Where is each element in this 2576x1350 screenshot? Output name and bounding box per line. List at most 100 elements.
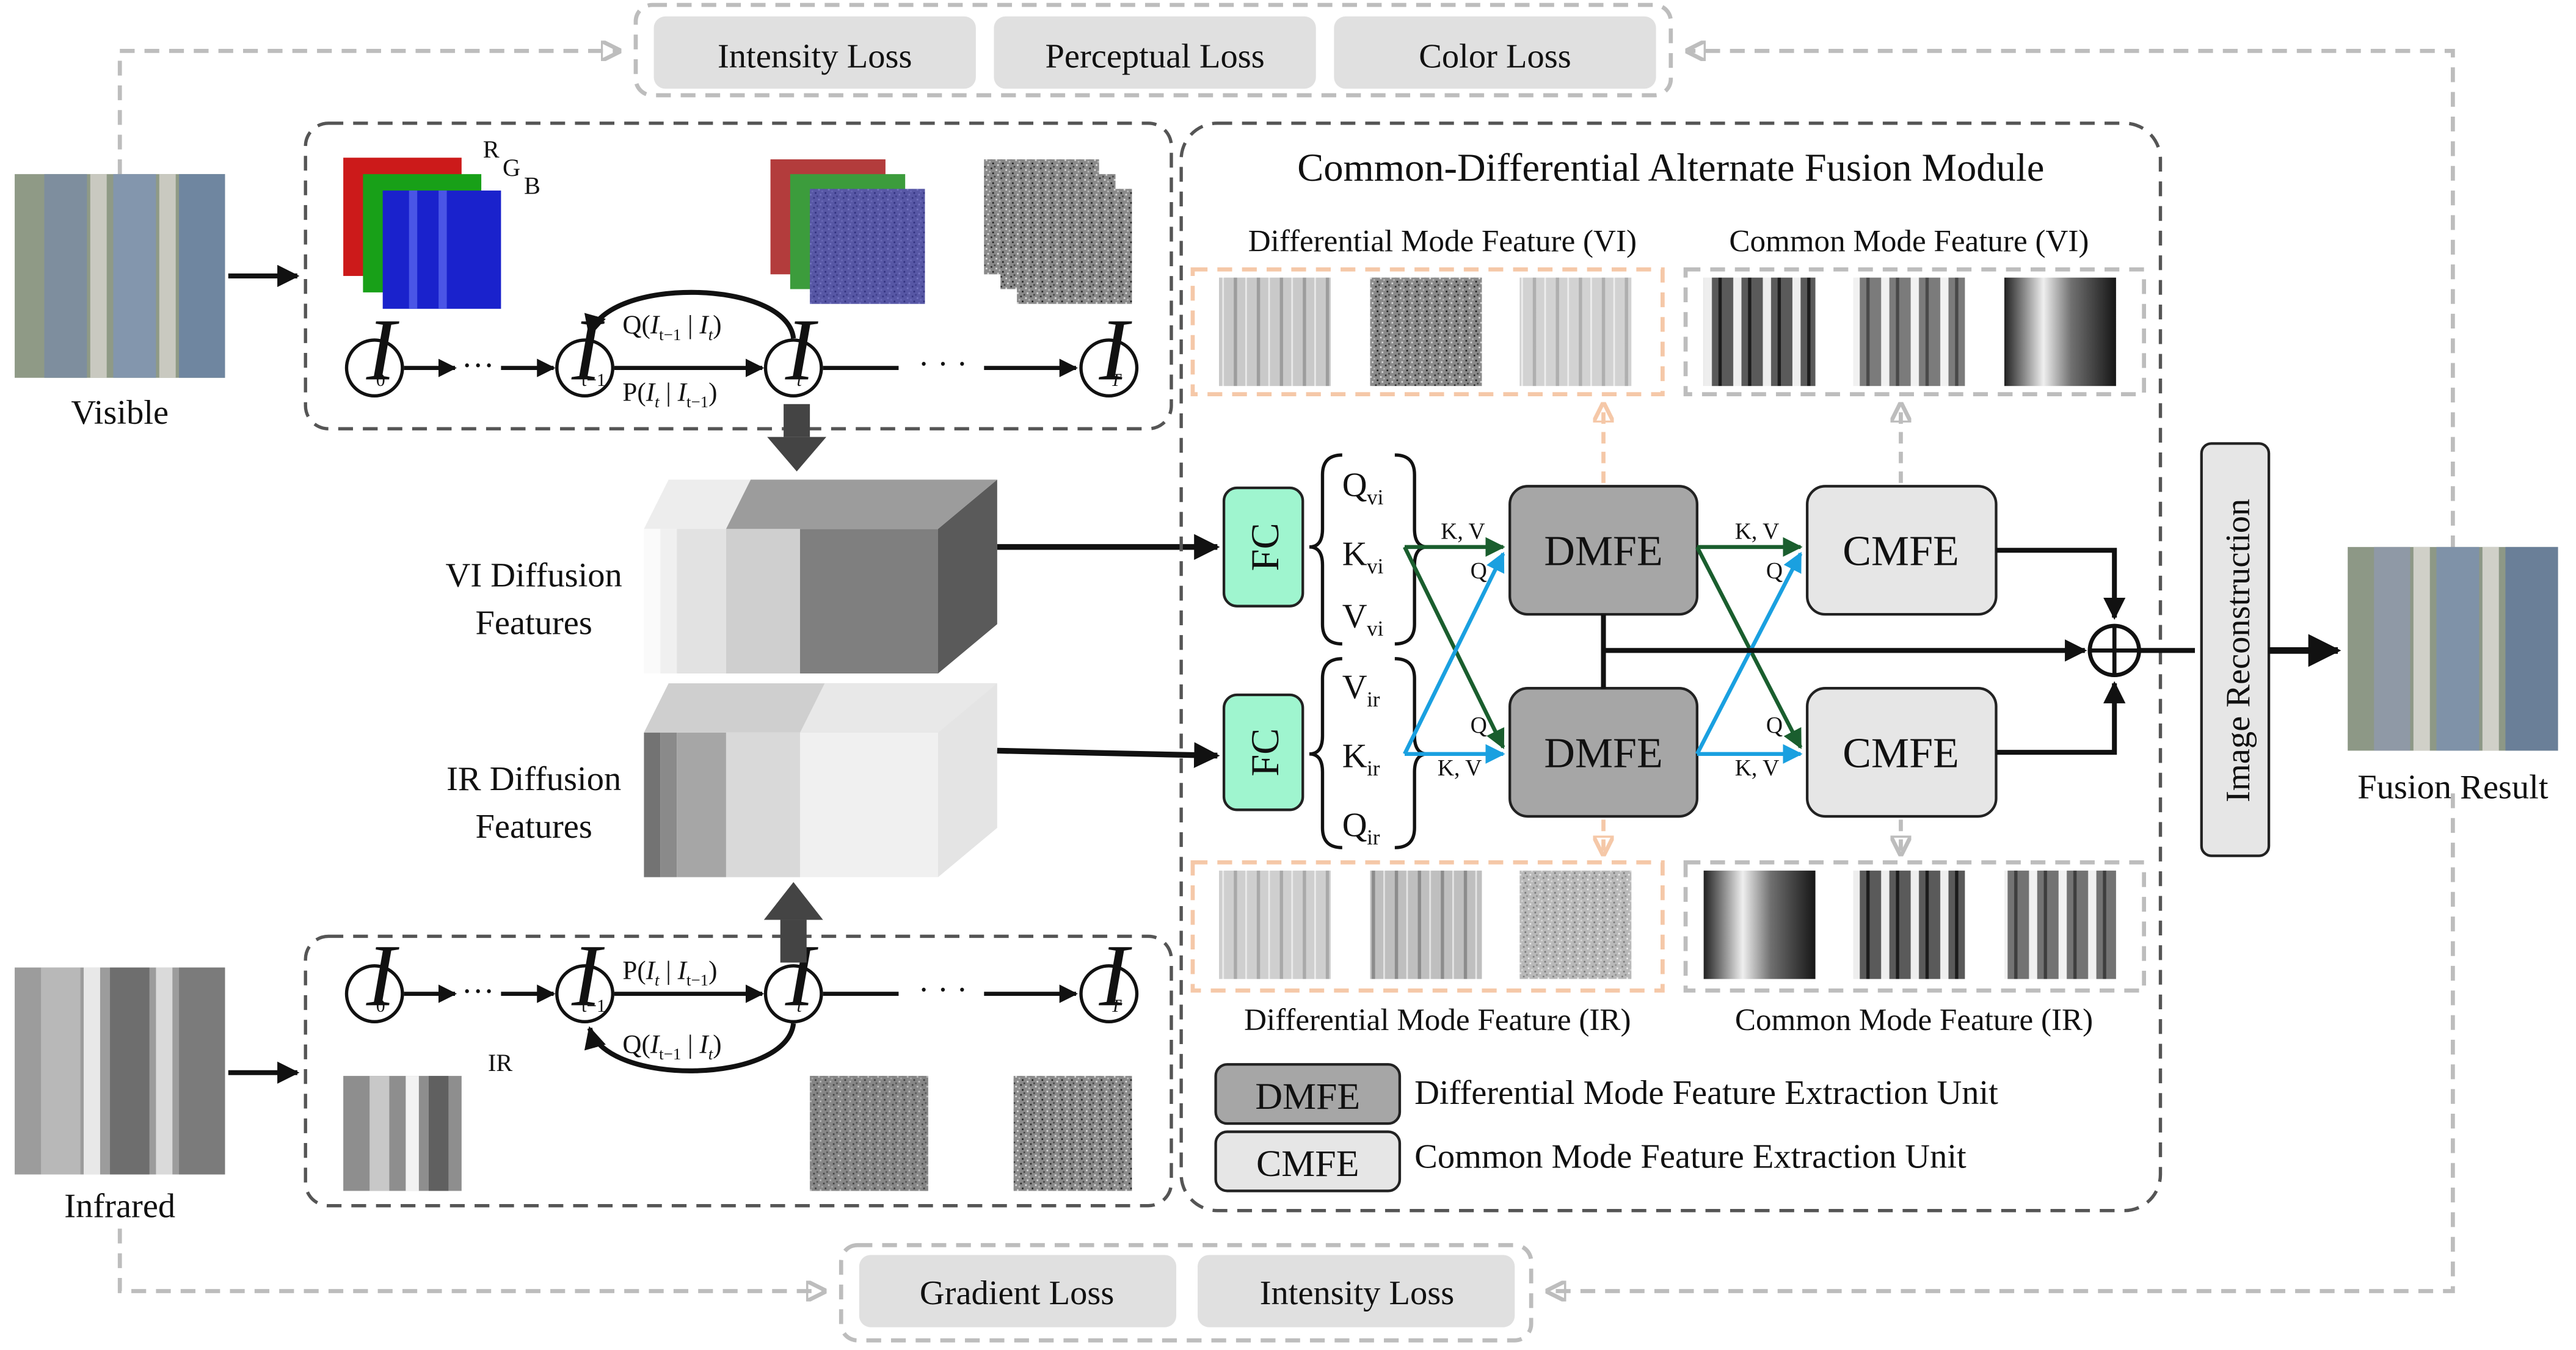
loss-box xyxy=(859,1255,1177,1327)
chain-label: I xyxy=(366,301,400,399)
infrared-markov-chain: I 0 I t−1 I t I T ··· · · · P(It | It−1)… xyxy=(344,927,1139,1073)
visible-label: Visible xyxy=(71,394,169,432)
vi-v: V xyxy=(1342,598,1367,636)
feature-thumb xyxy=(1853,277,1965,386)
kv-label: K, V xyxy=(1735,755,1780,781)
ir-k: K xyxy=(1342,737,1367,775)
infrared-diffusion-box xyxy=(304,934,1173,1208)
fusion-result-label: Fusion Result xyxy=(2357,768,2549,806)
chain-ellipsis: ··· xyxy=(462,973,495,1009)
vi-brace xyxy=(1309,453,1342,646)
bottom-loss-gradient: Gradient Loss xyxy=(920,1274,1114,1312)
q-label: Q xyxy=(1471,558,1487,584)
chain-label: I xyxy=(1099,927,1133,1025)
q-label: Q(It−1 | It) xyxy=(622,311,721,344)
fc-label-ir: FC xyxy=(1243,728,1287,777)
common-ir-frame xyxy=(1683,860,2146,993)
top-loss-group: Intensity Loss Perceptual Loss Color Los… xyxy=(633,2,1673,98)
feature-thumb xyxy=(1703,870,1816,979)
image-reconstruction-label: Image Reconstruction xyxy=(2219,499,2257,802)
feature-thumb xyxy=(1370,870,1482,979)
fusion-result-image xyxy=(2348,546,2558,751)
vi-k: K xyxy=(1342,535,1367,573)
ir-diffusion-line2: Features xyxy=(475,808,592,846)
top-loss-color: Color Loss xyxy=(1419,37,1571,75)
common-ir-header: Common Mode Feature (IR) xyxy=(1735,1003,2093,1037)
ir-brace xyxy=(1309,657,1342,849)
ir-v: V xyxy=(1342,668,1367,706)
feature-thumb xyxy=(1370,277,1482,386)
chain-label: I xyxy=(571,927,605,1025)
fusion-module-box xyxy=(1179,122,2163,1213)
chain-node xyxy=(1079,338,1139,398)
fc-box-vi xyxy=(1222,486,1304,608)
chain-label: I xyxy=(785,301,819,399)
cross-attention-stage2: K, V Q Q K, V xyxy=(1695,518,1803,781)
visible-diffusion-box xyxy=(304,122,1173,430)
chain-sub: 0 xyxy=(376,996,385,1016)
visible-markov-chain: I 0 I t−1 I t I T ··· · · · Q(It−1 | It)… xyxy=(344,289,1139,411)
dmfe-label-vi: DMFE xyxy=(1544,528,1662,575)
p-label: P(It | It−1) xyxy=(622,378,717,411)
chain-sub: t−1 xyxy=(581,996,606,1016)
top-loss-frame xyxy=(633,2,1673,98)
legend-dmfe-abbr: DMFE xyxy=(1255,1076,1360,1117)
legend-cmfe-abbr: CMFE xyxy=(1256,1143,1359,1185)
loss-line-visible xyxy=(117,51,619,175)
feature-thumb xyxy=(1853,870,1965,979)
feature-thumb xyxy=(2004,870,2116,979)
kv-label: K, V xyxy=(1735,518,1780,544)
ir-clean-image xyxy=(343,1076,462,1191)
chain-node xyxy=(344,964,404,1024)
common-vi-frame xyxy=(1683,267,2146,397)
cross-attention-stage1: K, V Q Q K, V xyxy=(1403,518,1505,781)
chain-node xyxy=(344,338,404,398)
chain-ellipsis: · · · xyxy=(919,345,968,382)
feature-thumb xyxy=(1519,277,1632,386)
chain-sub: 0 xyxy=(376,371,385,390)
chain-sub: t xyxy=(797,371,802,390)
chain-node xyxy=(555,964,614,1024)
legend: DMFE CMFE Differential Mode Feature Extr… xyxy=(1214,1063,1998,1192)
p-label: P(It | It−1) xyxy=(622,956,717,989)
chain-sub: T xyxy=(1110,371,1122,390)
vi-qkv: Q vi K vi V vi xyxy=(1342,466,1384,641)
vi-down-arrow xyxy=(767,404,827,472)
merge-lines xyxy=(1601,548,2126,755)
vi-q-sub: vi xyxy=(1367,485,1383,509)
rgb-label-r: R xyxy=(483,136,500,163)
top-loss-intensity: Intensity Loss xyxy=(718,37,912,75)
chain-label: I xyxy=(1099,301,1133,399)
loss-feedback-lines xyxy=(117,51,2455,1291)
module-title: Common-Differential Alternate Fusion Mod… xyxy=(1297,145,2044,189)
ir-k-sub: ir xyxy=(1367,757,1380,780)
vi-brace-right xyxy=(1394,453,1428,646)
feature-thumb xyxy=(2004,277,2116,386)
infrared-label: Infrared xyxy=(64,1187,175,1225)
chain-node xyxy=(555,338,614,398)
vi-k-sub: vi xyxy=(1367,554,1383,578)
legend-cmfe-swatch xyxy=(1214,1130,1402,1192)
chain-label: I xyxy=(366,927,400,1025)
ir-v-sub: ir xyxy=(1367,688,1380,711)
legend-dmfe-swatch xyxy=(1214,1063,1402,1125)
kv-label: K, V xyxy=(1441,518,1485,544)
chain-node xyxy=(1079,964,1139,1024)
loss-line-fusion-bottom xyxy=(1548,793,2455,1291)
legend-dmfe-desc: Differential Mode Feature Extraction Uni… xyxy=(1414,1074,1998,1112)
bottom-loss-frame xyxy=(839,1243,1534,1343)
dmfe-label-ir: DMFE xyxy=(1544,730,1662,777)
ir-feature-block xyxy=(644,683,997,877)
kv-label: K, V xyxy=(1438,755,1482,781)
chain-sub: t xyxy=(797,996,802,1016)
rgb-label-b: B xyxy=(524,172,540,199)
chain-node xyxy=(763,964,823,1024)
diff-vi-frame xyxy=(1190,267,1665,397)
loss-box xyxy=(1198,1255,1515,1327)
ir-diffusion-line1: IR Diffusion xyxy=(446,760,621,798)
infrared-image xyxy=(15,967,225,1175)
diff-ir-frame xyxy=(1190,860,1665,993)
diff-vi-header: Differential Mode Feature (VI) xyxy=(1248,224,1637,259)
